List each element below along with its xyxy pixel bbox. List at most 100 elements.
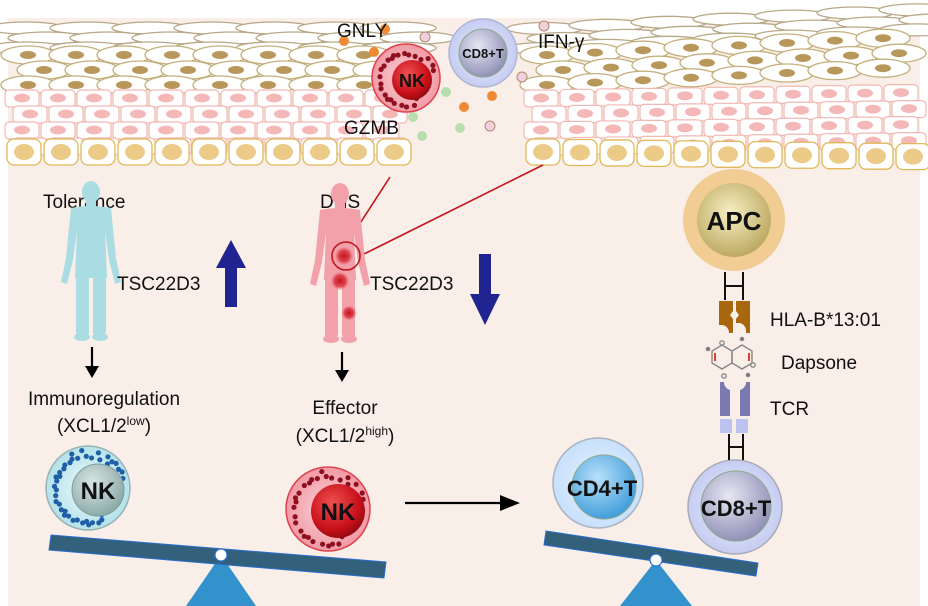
granule-dot <box>57 473 63 479</box>
ifng-label: IFN-γ <box>538 32 585 53</box>
dhs-nk-label: NK <box>321 499 356 526</box>
granule-dot <box>67 460 73 466</box>
granule-dot <box>345 475 351 481</box>
granule-dot <box>298 528 304 534</box>
skin-cd8t-label: CD8+T <box>462 46 504 61</box>
granule-dot <box>54 478 60 484</box>
granule-dot <box>411 102 418 108</box>
granule-dot <box>314 475 320 482</box>
skin-nk-label: NK <box>399 71 425 91</box>
apc-label: APC <box>707 206 762 236</box>
granule-dot <box>61 466 67 472</box>
granule-dot <box>56 501 62 507</box>
tsc22d3-down-arrow-icon <box>470 254 500 325</box>
granule-dot <box>402 50 408 57</box>
granule-dot <box>291 504 297 510</box>
granule <box>380 24 390 34</box>
granule <box>369 47 379 57</box>
granule <box>516 71 528 83</box>
granule-dot <box>74 517 80 523</box>
granule-dot <box>97 457 103 463</box>
cd4-t-label: CD4+T <box>567 476 638 501</box>
cd8-t-label: CD8+T <box>701 496 772 521</box>
granule-dot <box>66 513 72 519</box>
dhs-marker: (XCL1/2high) <box>296 424 395 447</box>
tcr-molecule <box>720 382 750 433</box>
granule-dot <box>430 62 436 68</box>
granule-dot <box>310 538 316 545</box>
callout-line-right <box>359 164 544 257</box>
granule-dot <box>395 52 401 58</box>
left-seesaw <box>48 534 387 606</box>
granule-dot <box>301 482 307 489</box>
cytokine-granules <box>339 20 550 141</box>
granule-dot <box>329 541 336 547</box>
granule-dot <box>319 468 325 475</box>
granule-dot <box>301 533 307 539</box>
granule-dot <box>292 495 299 501</box>
granule <box>538 20 550 32</box>
granule-dot <box>359 490 365 496</box>
granule-dot <box>326 543 332 549</box>
tolerance-nk-label: NK <box>81 478 116 505</box>
granule-dot <box>337 477 343 483</box>
tcr-cd8-linker <box>728 434 744 460</box>
granule-dot <box>399 102 405 108</box>
granule-dot <box>84 518 90 525</box>
granule-dot <box>292 514 298 520</box>
granule-dot <box>412 53 418 59</box>
granule-dot <box>83 453 89 459</box>
tolerance-marker: (XCL1/2low) <box>57 414 151 437</box>
tolerance-gene-label: TSC22D3 <box>117 274 200 295</box>
lesion-callout-circle <box>331 241 361 271</box>
cd8-t-cell: CD8+T <box>687 459 783 555</box>
granule-dot <box>69 451 75 457</box>
granule-dot <box>403 104 410 110</box>
granule-dot <box>389 55 395 62</box>
dapsone-molecule-icon <box>705 336 756 379</box>
granule-dot <box>305 534 311 541</box>
granule <box>339 36 349 46</box>
dhs-outcome: Effector <box>312 398 378 419</box>
gnly-label: GNLY <box>337 21 388 42</box>
granule-dot <box>353 481 359 487</box>
hla-label: HLA-B*13:01 <box>770 310 881 331</box>
skin-nk-cell: NK <box>371 43 441 113</box>
granule-dot <box>293 520 299 526</box>
granule-dot <box>53 487 59 493</box>
dhs-gene-label: TSC22D3 <box>370 274 453 295</box>
granule-dot <box>388 97 394 103</box>
granule-dot <box>320 541 326 547</box>
granule <box>417 131 427 141</box>
granule-dot <box>425 55 431 62</box>
granule-dot <box>382 92 388 98</box>
granule-dot <box>378 86 384 92</box>
tolerance-outcome: Immunoregulation <box>28 389 180 410</box>
granule-dot <box>119 469 125 475</box>
granule-dot <box>430 67 436 74</box>
granule <box>487 91 497 101</box>
dapsone-label: Dapsone <box>781 353 857 374</box>
tolerance-down-arrow-icon <box>85 347 99 378</box>
granule-dot <box>115 466 122 472</box>
granule-dot <box>70 517 76 523</box>
effector-nk-cell: NK <box>285 466 371 552</box>
granule-dot <box>53 493 59 499</box>
cd4-t-cell: CD4+T <box>552 437 644 529</box>
dhs-lesions <box>330 241 361 321</box>
granule-dot <box>296 490 302 496</box>
immunoregulatory-nk-cell: NK <box>45 445 131 531</box>
dhs-down-arrow-icon <box>335 352 349 382</box>
granule-dot <box>336 541 342 547</box>
right-seesaw <box>543 530 759 606</box>
granule-dot <box>57 469 63 476</box>
granule-dot <box>75 455 81 461</box>
apc-cell: APC <box>683 169 785 271</box>
tolerance-patient-figure <box>61 181 121 341</box>
granule-dot <box>329 475 335 481</box>
granule-dot <box>79 447 85 454</box>
granule-dot <box>53 474 59 480</box>
granule <box>459 102 469 112</box>
granule <box>419 31 431 43</box>
